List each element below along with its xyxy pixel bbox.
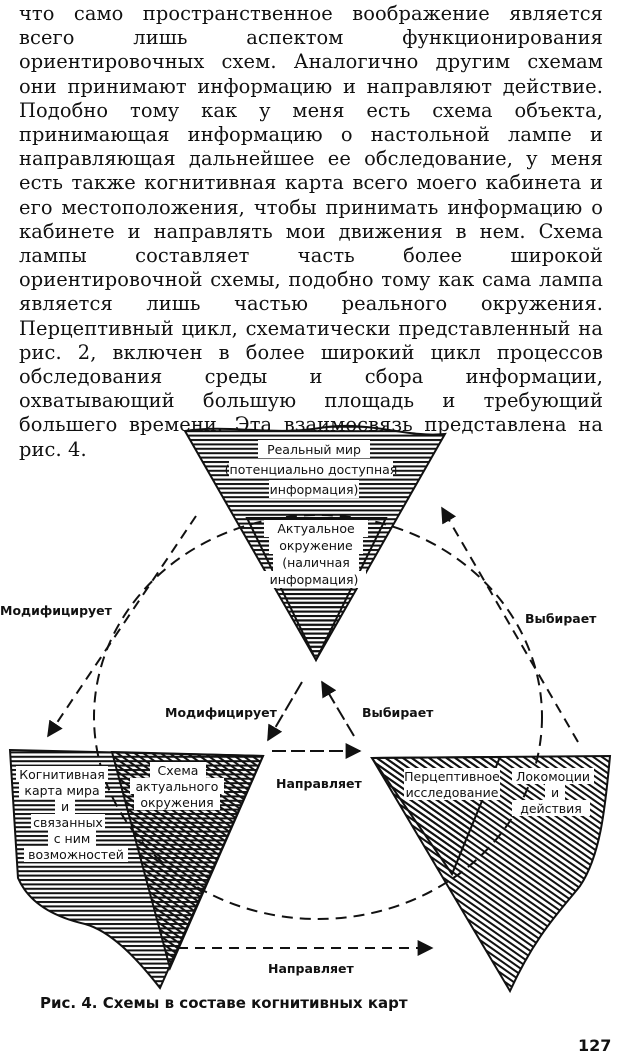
- outer-left-arrow-label: Модифицирует: [0, 603, 113, 618]
- top-outer-line-1: Реальный мир: [267, 442, 361, 457]
- right-outer-line-1: Локомоции: [516, 769, 590, 784]
- outer-cycle-ellipse: [93, 514, 543, 920]
- inner-bottom-arrow-label: Направляет: [276, 776, 362, 791]
- left-outer-line-2: карта мира: [24, 783, 99, 798]
- outer-right-arrow-label: Выбирает: [525, 611, 597, 626]
- top-outer-line-3: информация): [270, 482, 359, 497]
- top-inner-line-2: окружение: [279, 538, 353, 553]
- top-inner-line-1: Актуальное: [277, 521, 355, 536]
- right-outer-line-3: действия: [520, 801, 582, 816]
- inner-right-arrow-label: Выбирает: [362, 705, 434, 720]
- left-outer-line-1: Когнитивная: [19, 767, 105, 782]
- right-inner-line-1: Перцептивное: [404, 769, 500, 784]
- cognitive-map-diagram: Реальный мир (потенциально доступная инф…: [0, 424, 612, 994]
- right-outer-line-2: и: [551, 785, 559, 800]
- outer-right-arrow: [441, 506, 579, 743]
- left-inner-line-2: актуального: [136, 779, 219, 794]
- page-number: 127: [578, 1036, 612, 1055]
- left-outer-line-3: и: [61, 799, 69, 814]
- left-outer-line-5: с ним: [54, 831, 91, 846]
- caption-text: Схемы в составе когнитивных карт: [102, 994, 408, 1012]
- inner-left-arrow-label: Модифицирует: [165, 705, 278, 720]
- caption-prefix: Рис. 4.: [40, 994, 98, 1012]
- top-inner-line-3: (наличная: [282, 555, 350, 570]
- left-inner-line-3: окружения: [140, 795, 213, 810]
- inner-left-arrow: [267, 681, 303, 742]
- body-paragraph: что само пространственное воображение яв…: [19, 2, 603, 461]
- left-inner-line-1: Схема: [158, 763, 199, 778]
- figure-caption: Рис. 4. Схемы в составе когнитивных карт: [40, 994, 408, 1012]
- outer-left-arrow: [47, 515, 197, 738]
- left-outer-line-4: связанных: [33, 815, 103, 830]
- inner-right-arrow: [321, 680, 355, 737]
- outer-bottom-arrow-label: Направляет: [268, 961, 354, 976]
- top-inner-line-4: информация): [270, 572, 359, 587]
- left-outer-line-6: возможностей: [28, 847, 124, 862]
- right-inner-line-2: исследование: [406, 785, 499, 800]
- top-outer-line-2: (потенциально доступная: [225, 462, 398, 477]
